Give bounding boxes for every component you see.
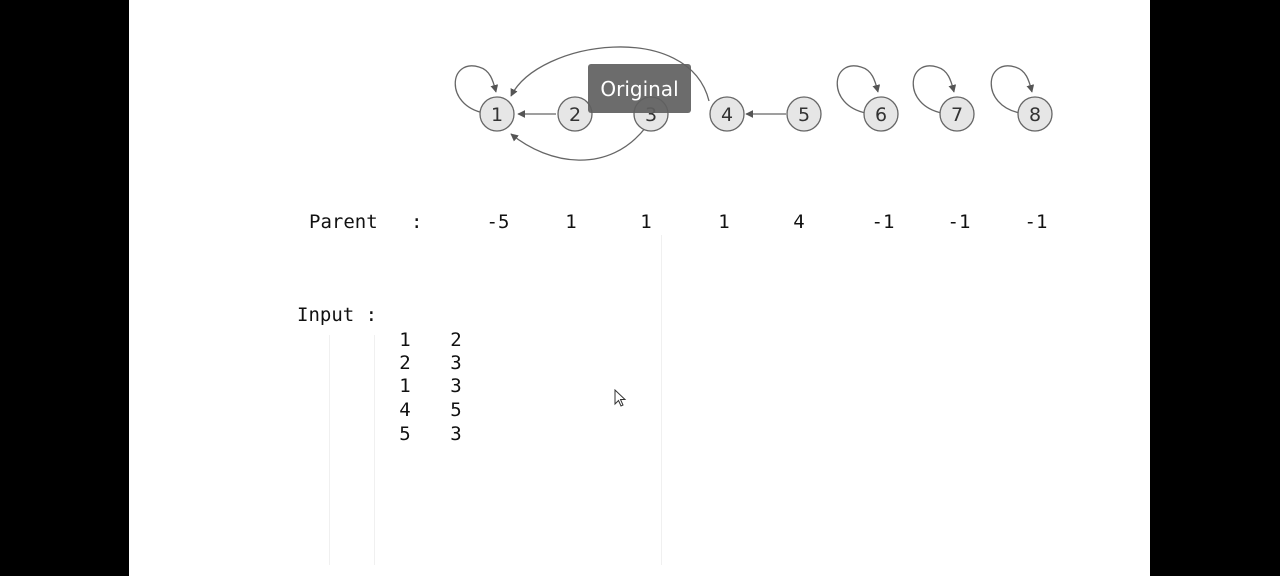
input-cell: 2 <box>450 329 462 351</box>
node-label: 8 <box>1029 104 1041 126</box>
mouse-pointer-icon <box>614 389 627 407</box>
input-cell: 1 <box>399 329 411 351</box>
node-label: 4 <box>721 104 733 126</box>
input-cell: 5 <box>399 423 411 445</box>
parent-value: -1 <box>947 211 971 233</box>
node-label: 2 <box>569 104 581 126</box>
node-circle <box>557 96 593 132</box>
input-cell: 4 <box>399 399 411 421</box>
self-loop-8 <box>990 65 1035 114</box>
input-cell: 3 <box>450 375 462 397</box>
faint-guide-line <box>661 235 662 565</box>
self-loop-7 <box>912 65 957 114</box>
graph-node-2: 2 <box>557 96 593 132</box>
node-label: 5 <box>798 104 810 126</box>
edge-4-to-1 <box>510 46 710 102</box>
node-label: 7 <box>951 104 963 126</box>
node-label: 1 <box>491 104 503 126</box>
input-cell: 3 <box>450 352 462 374</box>
input-cell: 3 <box>450 423 462 445</box>
faint-guide-line <box>329 335 330 565</box>
node-circle <box>479 96 515 132</box>
self-loop-6 <box>836 65 881 114</box>
parent-value: -5 <box>486 211 510 233</box>
parent-value: -1 <box>1024 211 1048 233</box>
node-circle <box>786 96 822 132</box>
faint-guide-line <box>374 335 375 565</box>
node-circle <box>1017 96 1053 132</box>
graph-node-4: 4 <box>709 96 745 132</box>
graph-node-8: 8 <box>1017 96 1053 132</box>
parent-value: 1 <box>718 211 730 233</box>
node-label: 6 <box>875 104 887 126</box>
parent-value: 4 <box>793 211 805 233</box>
graph-node-7: 7 <box>939 96 975 132</box>
edge-3-to-1 <box>510 126 647 161</box>
node-circle <box>709 96 745 132</box>
node-circle <box>863 96 899 132</box>
parent-colon: : <box>411 211 423 233</box>
node-circle <box>939 96 975 132</box>
original-tooltip: Original <box>588 64 691 113</box>
parent-value: 1 <box>565 211 577 233</box>
self-loop-1 <box>454 65 499 114</box>
input-cell: 5 <box>450 399 462 421</box>
graph-node-1: 1 <box>479 96 515 132</box>
input-label: Input : <box>297 304 378 326</box>
parent-value: 1 <box>640 211 652 233</box>
graph-node-5: 5 <box>786 96 822 132</box>
input-cell: 2 <box>399 352 411 374</box>
input-cell: 1 <box>399 375 411 397</box>
graph-node-6: 6 <box>863 96 899 132</box>
parent-value: -1 <box>871 211 895 233</box>
parent-label: Parent <box>309 211 378 233</box>
